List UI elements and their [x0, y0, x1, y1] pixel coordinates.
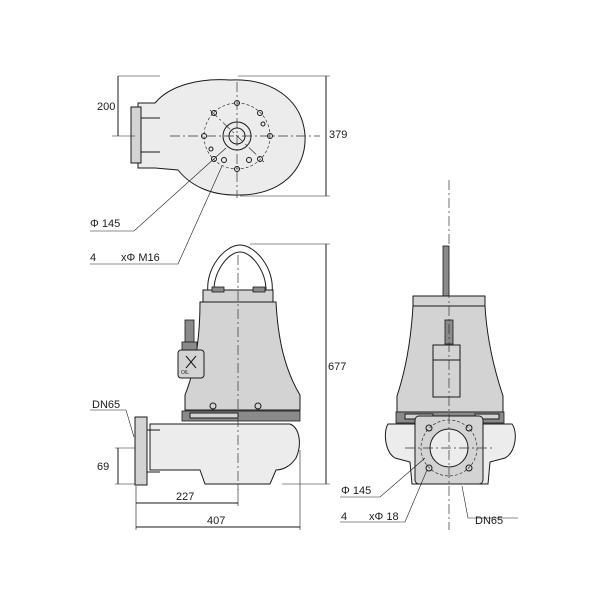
front-dim-227: 227: [176, 491, 194, 503]
front-outlet-flange: [134, 416, 148, 486]
top-flange-diameter: Φ 145: [90, 218, 120, 230]
front-outlet-label: DN65: [92, 399, 120, 411]
side-view: [340, 180, 518, 530]
side-outlet-label: DN65: [475, 515, 503, 527]
side-lifting-handle: [442, 245, 450, 297]
front-motor-housing: [184, 301, 301, 411]
front-view: OIL: [90, 243, 330, 530]
side-flange-bolt-holes: [425, 424, 473, 472]
top-bolt-spec: xΦ M16: [121, 252, 160, 264]
side-flange-diameter: Φ 145: [341, 485, 371, 497]
top-volute-outline: [137, 79, 306, 196]
top-dim-379: 379: [329, 129, 347, 141]
side-dn65-leader: [461, 485, 518, 519]
front-dn65-leader: [90, 409, 135, 438]
front-dim-69: 69: [97, 461, 109, 473]
side-junction-box: [432, 344, 461, 398]
top-bolt-count: 4: [90, 252, 96, 264]
front-lifting-handle: [207, 244, 273, 294]
top-view: [90, 75, 330, 265]
side-bolt-count: 4: [341, 511, 347, 523]
front-dim-677: 677: [328, 361, 346, 373]
top-outlet-flange: [130, 106, 142, 164]
front-logo-mark: [185, 355, 197, 369]
front-clamp-band: [181, 410, 301, 422]
top-bolt-holes: [201, 100, 273, 172]
front-pump-volute: [149, 423, 300, 485]
front-logo-plate: [177, 349, 205, 379]
side-flange-diameter-leader: [340, 457, 426, 498]
front-dim-407: 407: [207, 515, 225, 527]
front-oil-mark: OIL: [181, 370, 189, 376]
top-dim-200: 200: [97, 101, 115, 113]
top-bolt-leader: [90, 165, 223, 265]
side-bolt-spec: xΦ 18: [369, 511, 399, 523]
front-cable-gland: [184, 319, 195, 343]
side-bolt-leader: [340, 469, 428, 523]
top-flange-diameter-leader: [90, 147, 227, 232]
